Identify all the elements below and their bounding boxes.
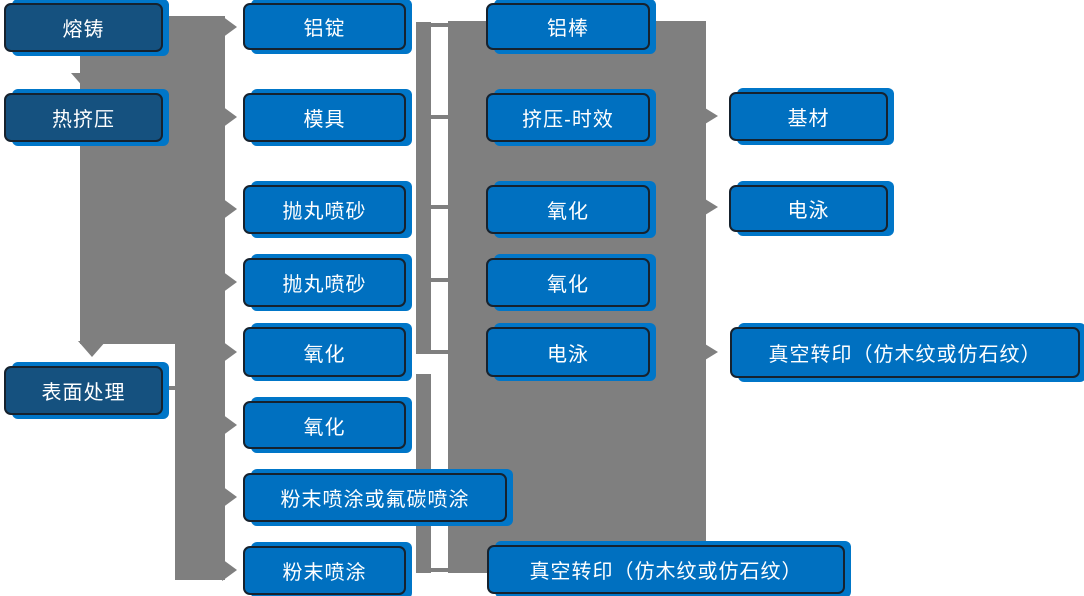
arrowhead-to-powder-fluorocarbon-icon	[222, 486, 237, 508]
connector-left-band	[175, 344, 225, 580]
arrowhead-to-oxidation-a2-icon	[222, 414, 237, 436]
arrowhead-down-to-hot-extrusion-icon	[71, 73, 99, 89]
node-surface-treatment: 表面处理	[4, 366, 163, 415]
node-hot-extrusion: 热挤压	[4, 93, 163, 142]
node-aluminum-rod: 铝棒	[486, 3, 650, 50]
arrowhead-to-vacuum-transfer-2-icon	[705, 344, 718, 360]
connector-surface-treatment-link	[163, 386, 177, 390]
node-shot-blast-sandblast-1: 抛丸喷砂	[243, 185, 406, 234]
connector-link-row1	[431, 23, 449, 27]
node-extrusion-aging: 挤压-时效	[486, 93, 650, 142]
node-powder-coating: 粉末喷涂	[243, 546, 406, 595]
node-shot-blast-sandblast-2: 抛丸喷砂	[243, 258, 406, 307]
connector-link-row4	[431, 278, 449, 282]
connector-link-row3	[431, 205, 449, 209]
arrowhead-to-powder-coating-icon	[222, 559, 237, 581]
connector-mid-band-upper	[416, 22, 431, 354]
node-vacuum-transfer-print-1: 真空转印（仿木纹或仿石纹）	[487, 545, 845, 594]
arrowhead-to-substrate-icon	[705, 108, 718, 124]
node-melt-casting: 熔铸	[4, 3, 163, 52]
node-die: 模具	[243, 93, 406, 142]
connector-link-row2	[431, 115, 449, 119]
arrowhead-to-oxidation-a1-icon	[222, 341, 237, 363]
connector-left-trunk	[80, 16, 225, 344]
node-oxidation-a2: 氧化	[243, 401, 406, 449]
arrowhead-to-shot-blast-2-icon	[222, 271, 237, 293]
arrowhead-to-aluminum-ingot-icon	[222, 16, 237, 38]
node-powder-or-fluorocarbon-coating: 粉末喷涂或氟碳喷涂	[243, 473, 507, 522]
node-electrophoresis-2: 电泳	[729, 185, 888, 232]
node-substrate: 基材	[729, 92, 888, 141]
connector-link-bottom	[431, 568, 457, 572]
node-oxidation-b2: 氧化	[486, 258, 650, 307]
node-aluminum-ingot: 铝锭	[243, 3, 406, 50]
arrowhead-to-shot-blast-1-icon	[222, 198, 237, 220]
node-oxidation-b1: 氧化	[486, 185, 650, 234]
node-electrophoresis-1: 电泳	[486, 327, 650, 377]
node-oxidation-a1: 氧化	[243, 327, 406, 377]
arrowhead-to-die-icon	[222, 106, 237, 128]
arrowhead-down-to-surface-treatment-icon	[78, 341, 106, 357]
node-vacuum-transfer-print-2: 真空转印（仿木纹或仿石纹）	[730, 327, 1080, 378]
connector-link-row5	[431, 350, 449, 354]
arrowhead-to-electrophoresis-2-icon	[705, 199, 718, 215]
